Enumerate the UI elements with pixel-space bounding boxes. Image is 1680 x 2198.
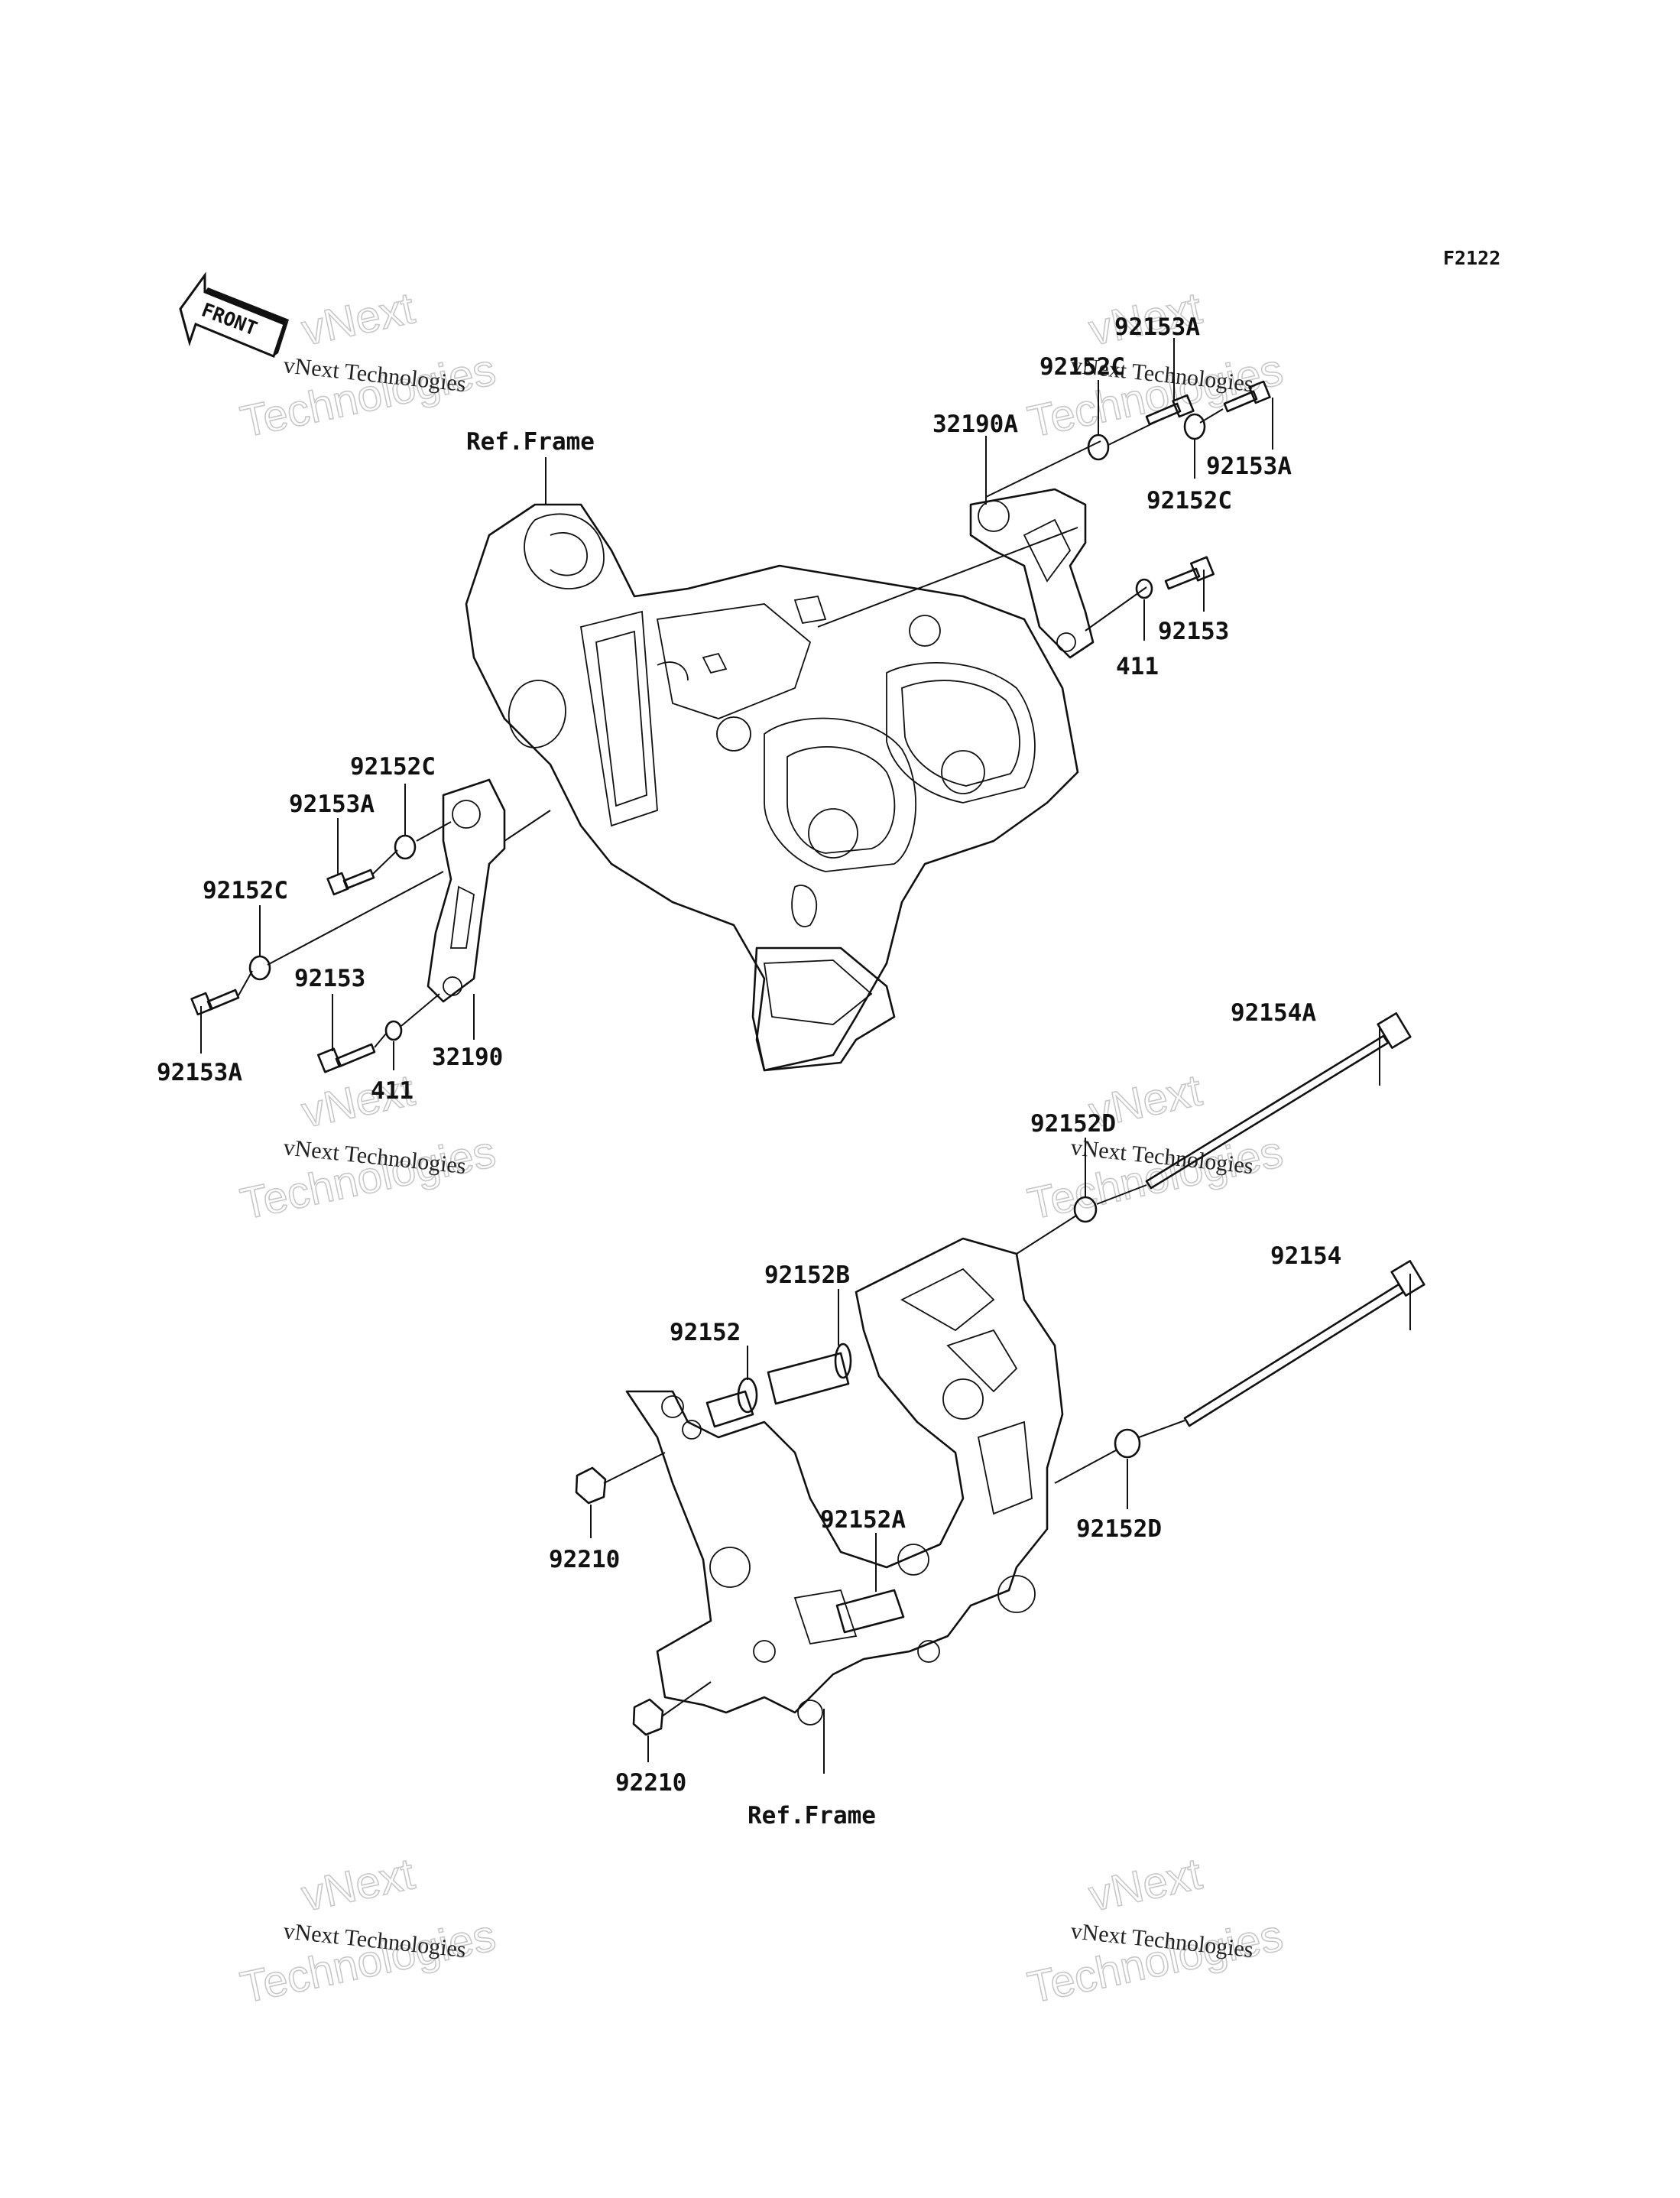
label-32190: 32190 bbox=[432, 1044, 503, 1071]
label-92152B: 92152B bbox=[764, 1261, 850, 1289]
spacer-92152D-right bbox=[1114, 1428, 1141, 1459]
long-bolt-92154 bbox=[1183, 1260, 1425, 1427]
label-92152: 92152 bbox=[670, 1319, 741, 1346]
label-ref-frame-bottom: Ref.Frame bbox=[748, 1802, 876, 1830]
svg-text:vNext: vNext bbox=[297, 1849, 419, 1920]
label-32190A: 32190A bbox=[932, 411, 1018, 438]
part-labels: Ref.Frame Ref.Frame 92153A 92152C 32190A… bbox=[157, 313, 1341, 1830]
washer-92152C-left2 bbox=[248, 955, 271, 981]
bolt-92153-left bbox=[317, 1043, 376, 1073]
washer-92152C-right bbox=[1183, 413, 1206, 440]
watermark-mid-left: vNext Technologies vNext Technologies bbox=[235, 1065, 500, 1230]
shaft-92152B bbox=[767, 1343, 852, 1405]
label-ref-frame-top: Ref.Frame bbox=[466, 428, 595, 456]
long-bolt-92154A bbox=[1145, 1012, 1412, 1190]
bolt-92153A-top bbox=[1145, 394, 1195, 426]
bolt-92153A-right bbox=[1223, 380, 1271, 413]
front-arrow-icon: FRONT bbox=[179, 271, 289, 358]
bracket-32190 bbox=[426, 778, 506, 1003]
diagram-code: F2122 bbox=[1443, 247, 1500, 269]
watermark-top-left: vNext Technologies vNext Technologies bbox=[235, 283, 500, 448]
nut-92210-bottom bbox=[632, 1698, 664, 1736]
label-92152A: 92152A bbox=[820, 1506, 906, 1534]
bolt-92153A-left1 bbox=[326, 868, 375, 896]
collar-92152 bbox=[705, 1377, 758, 1428]
spacer-92152D-top bbox=[1073, 1196, 1098, 1223]
label-92153-left: 92153 bbox=[294, 965, 365, 992]
washer-411-left bbox=[384, 1020, 403, 1041]
label-92152C-top: 92152C bbox=[1039, 353, 1125, 381]
shaft-92152A bbox=[835, 1589, 905, 1634]
washer-92152C-top bbox=[1087, 433, 1110, 461]
bolt-92153A-left2 bbox=[190, 989, 240, 1016]
washer-92152C-left1 bbox=[394, 834, 417, 860]
watermark-bottom-left: vNext Technologies vNext Technologies bbox=[235, 1849, 500, 2014]
main-frame-drawing bbox=[465, 503, 1079, 1072]
label-92152C-left2: 92152C bbox=[203, 877, 288, 904]
svg-text:vNext: vNext bbox=[297, 283, 419, 355]
label-92152D-top: 92152D bbox=[1030, 1110, 1116, 1138]
label-92152C-left1: 92152C bbox=[350, 753, 436, 781]
label-92153-right: 92153 bbox=[1158, 618, 1229, 645]
label-92153A-left2: 92153A bbox=[157, 1059, 242, 1086]
label-92153A-left1: 92153A bbox=[289, 791, 375, 818]
washer-411-right bbox=[1135, 578, 1153, 599]
label-411-right: 411 bbox=[1116, 653, 1159, 680]
svg-text:vNext: vNext bbox=[1085, 1849, 1206, 1920]
nut-92210-top bbox=[575, 1466, 607, 1505]
lower-frame-drawing bbox=[625, 1237, 1064, 1726]
bracket-32190A bbox=[969, 488, 1095, 659]
assembly-lines bbox=[238, 408, 1224, 1717]
leader-lines bbox=[200, 338, 1411, 1774]
label-92152D-right: 92152D bbox=[1076, 1515, 1162, 1543]
label-92154: 92154 bbox=[1270, 1242, 1341, 1270]
label-92152C-right: 92152C bbox=[1146, 487, 1232, 515]
label-92153A-top: 92153A bbox=[1114, 313, 1200, 341]
label-92210-top: 92210 bbox=[549, 1546, 620, 1573]
watermark-mid-right: vNext Technologies vNext Technologies bbox=[1023, 1065, 1287, 1230]
bolt-92153-right bbox=[1164, 556, 1215, 590]
label-92153A-right: 92153A bbox=[1206, 453, 1292, 480]
label-92154A: 92154A bbox=[1231, 999, 1316, 1027]
label-92210-bottom: 92210 bbox=[615, 1769, 686, 1797]
watermark-bottom-right: vNext Technologies vNext Technologies bbox=[1023, 1849, 1287, 2014]
label-411-left: 411 bbox=[371, 1077, 414, 1105]
